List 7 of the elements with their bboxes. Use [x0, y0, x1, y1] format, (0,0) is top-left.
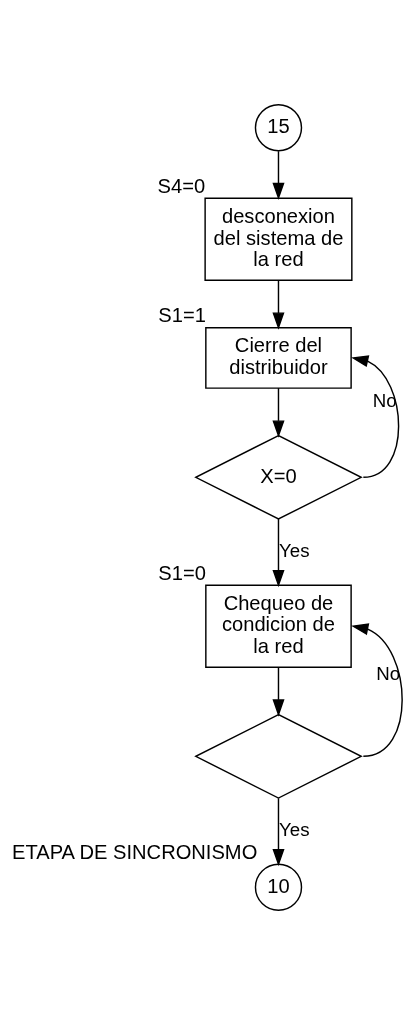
node-label: S1=1: [158, 304, 206, 327]
edge-label: Yes: [279, 539, 310, 561]
node-label: ETAPA DE SINCRONISMO: [12, 840, 258, 863]
node-label: S1=0: [158, 561, 206, 584]
edge-label: Yes: [279, 819, 310, 841]
edge-label: No: [372, 390, 397, 412]
node-label: S4=0: [157, 174, 206, 197]
